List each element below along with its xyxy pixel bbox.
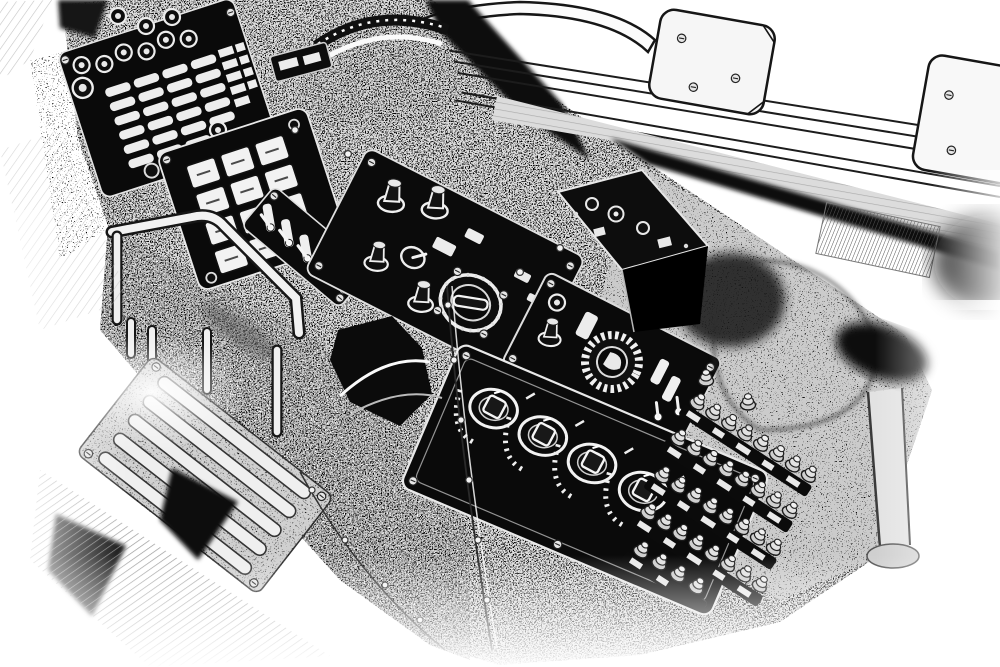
gear-dial — [581, 331, 643, 393]
wedge-box-controls — [573, 197, 689, 249]
label-plate — [269, 41, 333, 83]
rail-bracket — [911, 54, 1000, 190]
rotary-selector — [431, 265, 511, 341]
rail-bracket — [648, 8, 776, 116]
gear-dial-panel — [502, 272, 722, 452]
wedge-box — [556, 168, 785, 347]
rotary-cluster-panel — [306, 149, 584, 381]
headrest-dome — [295, 10, 462, 128]
edge-fades — [0, 170, 1000, 667]
